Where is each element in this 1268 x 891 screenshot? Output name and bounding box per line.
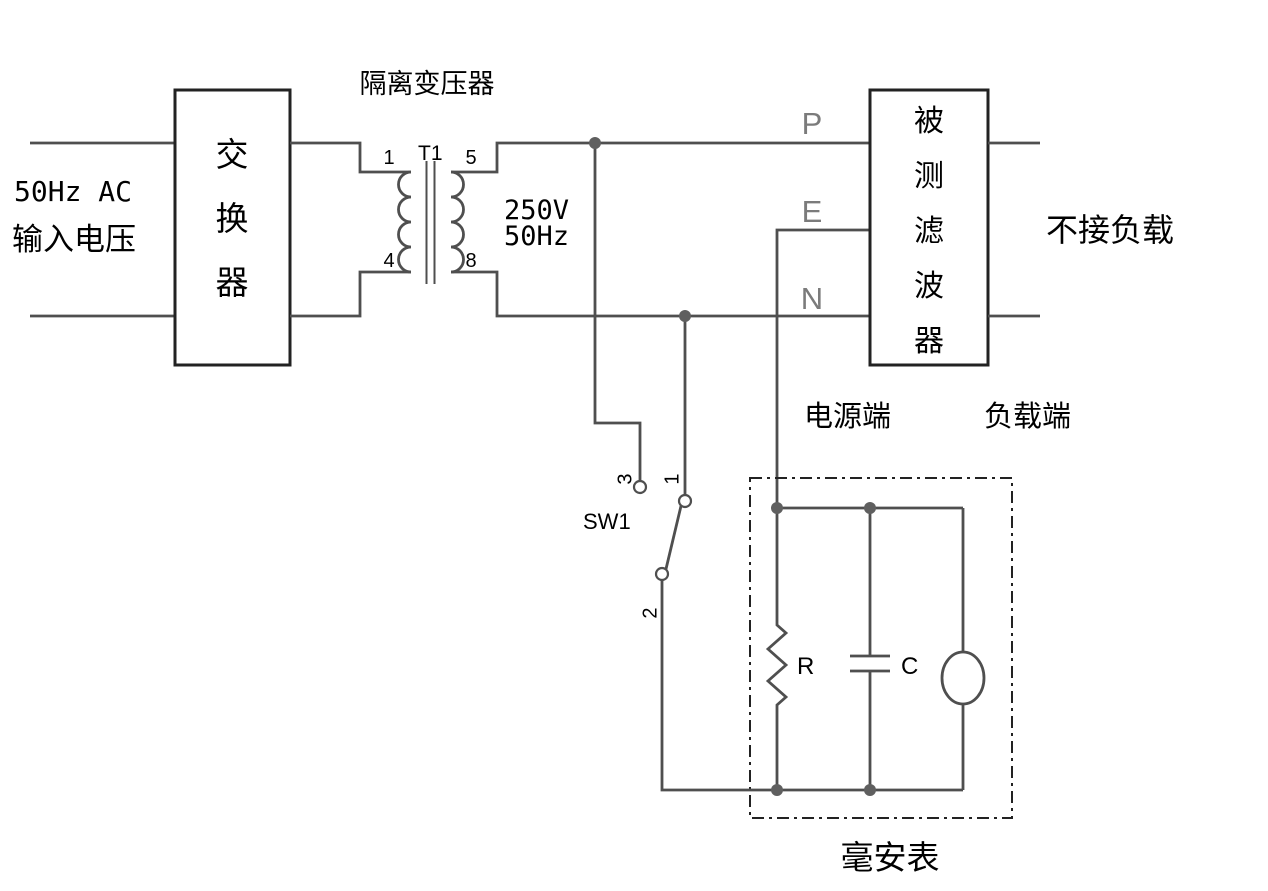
switch-branch-phase-wire bbox=[593, 143, 642, 481]
resistor-label: R bbox=[797, 653, 814, 680]
transformer-pin5-label: 5 bbox=[465, 147, 476, 169]
junction-dot-phase bbox=[589, 137, 601, 149]
junction-dot-rail-bottom-mid bbox=[864, 784, 876, 796]
input-source-label-line1: 50Hz AC bbox=[14, 175, 132, 208]
input-source-label-line2: 输入电压 bbox=[12, 222, 136, 257]
terminal-e-label: E bbox=[802, 194, 823, 229]
supply-end-label: 电源端 bbox=[804, 400, 891, 433]
transformer-pin1-label: 1 bbox=[383, 147, 394, 169]
earth-wire bbox=[775, 228, 870, 508]
converter-box bbox=[173, 88, 292, 367]
load-end-label: 负载端 bbox=[984, 400, 1071, 433]
capacitor-label: C bbox=[901, 653, 918, 680]
secondary-wire-top bbox=[451, 141, 870, 174]
milliammeter-box bbox=[749, 477, 1013, 819]
secondary-voltage-label: 250V bbox=[504, 195, 569, 226]
primary-wire-bottom bbox=[290, 270, 411, 318]
filter-under-test-box bbox=[868, 88, 990, 367]
switch-pivot-contact bbox=[654, 566, 670, 582]
terminal-n-label: N bbox=[801, 281, 823, 316]
transformer-ref: T1 bbox=[418, 142, 443, 165]
switch-arm bbox=[664, 505, 683, 570]
converter-label-char3: 器 bbox=[216, 266, 249, 302]
filter-label-char2: 测 bbox=[914, 160, 944, 193]
transformer-pin4-label: 4 bbox=[383, 250, 394, 272]
transformer-title: 隔离变压器 bbox=[360, 69, 495, 99]
filter-label-char3: 滤 bbox=[914, 215, 944, 248]
secondary-frequency-label: 50Hz bbox=[504, 221, 569, 252]
filter-label-char4: 波 bbox=[914, 270, 944, 303]
junction-dot-neutral bbox=[679, 310, 691, 322]
switch-contact-1 bbox=[677, 493, 693, 509]
transformer-pin8-label: 8 bbox=[465, 250, 476, 272]
transformer-secondary-coil bbox=[450, 170, 465, 274]
no-load-label: 不接负载 bbox=[1046, 212, 1174, 248]
converter-label-char1: 交 bbox=[216, 137, 249, 174]
primary-wire-top bbox=[290, 141, 411, 174]
meter-symbol bbox=[940, 650, 986, 706]
switch-ref-label: SW1 bbox=[583, 509, 631, 534]
switch-contact-2-label: 2 bbox=[639, 607, 661, 618]
terminal-p-label: P bbox=[802, 106, 823, 141]
capacitor-branch bbox=[850, 508, 890, 790]
junction-dot-rail-top-left bbox=[771, 502, 783, 514]
switch-contact-1-label: 1 bbox=[661, 473, 683, 484]
filter-label-char5: 器 bbox=[914, 325, 944, 358]
milliammeter-label: 毫安表 bbox=[841, 840, 940, 877]
converter-label-char2: 换 bbox=[216, 201, 249, 238]
meter-return-wire bbox=[660, 580, 963, 792]
switch-contact-3 bbox=[632, 479, 648, 495]
transformer-primary-coil bbox=[397, 170, 412, 274]
switch-contact-3-label: 3 bbox=[614, 473, 636, 484]
junction-dot-rail-top-mid bbox=[864, 502, 876, 514]
resistor-branch bbox=[765, 508, 789, 790]
junction-dot-rail-bottom-left bbox=[771, 784, 783, 796]
filter-label-char1: 被 bbox=[914, 105, 944, 138]
